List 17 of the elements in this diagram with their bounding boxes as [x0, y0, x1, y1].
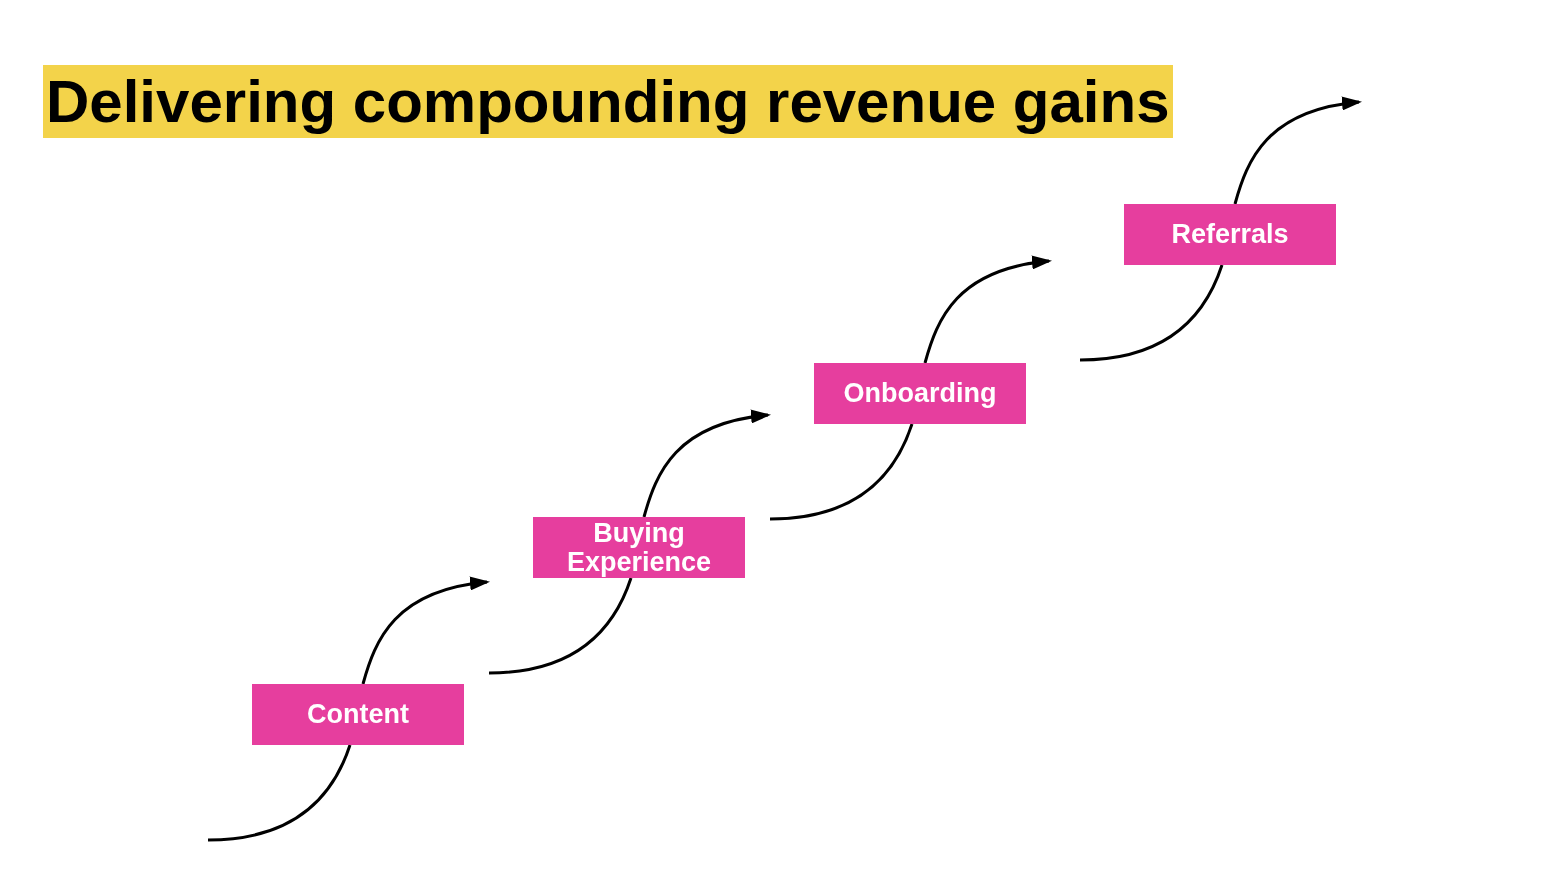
curved-line	[488, 577, 633, 675]
curved-arrow	[923, 256, 1052, 364]
step-box	[1124, 204, 1336, 265]
curved-arrow	[1233, 97, 1362, 205]
curved-arrow	[642, 410, 771, 518]
step-label: Buying Experience	[565, 519, 713, 576]
curved-line	[1079, 264, 1224, 362]
step-box	[814, 363, 1026, 424]
step-label: Onboarding	[843, 379, 997, 408]
step-box	[252, 684, 464, 745]
step-label: Referrals	[1171, 220, 1289, 249]
title: Delivering compounding revenue gains	[43, 65, 1173, 138]
curved-arrow	[361, 577, 490, 685]
curved-line	[207, 744, 352, 842]
step-box	[533, 517, 745, 578]
curved-line	[769, 423, 914, 521]
step-label: Content	[307, 700, 409, 729]
